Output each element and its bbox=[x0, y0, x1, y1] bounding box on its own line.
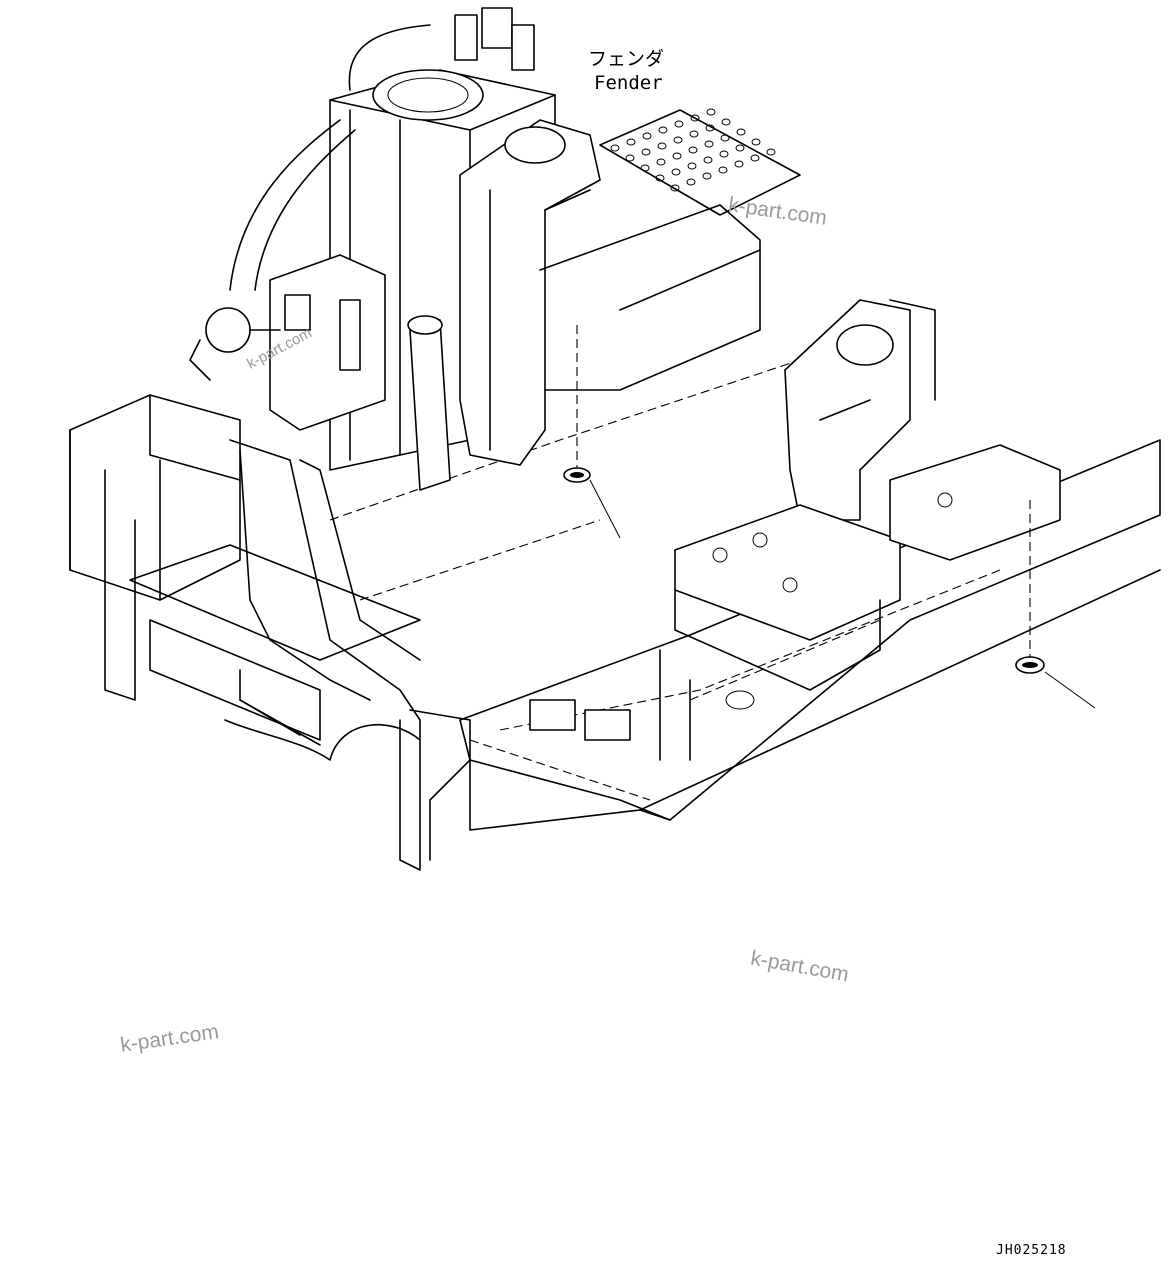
plate-hole bbox=[718, 166, 728, 174]
plate-hole bbox=[670, 184, 680, 192]
plate-hole bbox=[640, 164, 650, 172]
valve-block bbox=[189, 254, 386, 431]
plate-hole bbox=[672, 152, 682, 160]
fender-callout-en: Fender bbox=[594, 72, 663, 94]
floor-features bbox=[529, 649, 755, 761]
plate-hole bbox=[642, 132, 652, 140]
plate-hole bbox=[766, 148, 776, 156]
plate-hole bbox=[706, 108, 716, 116]
plate-hole bbox=[720, 134, 730, 142]
fender-duct bbox=[407, 119, 601, 491]
plate-hole bbox=[736, 128, 746, 136]
perforated-plate bbox=[539, 108, 801, 391]
plate-hole bbox=[735, 144, 745, 152]
plate-hole bbox=[690, 114, 700, 122]
plate-hole bbox=[657, 142, 667, 150]
drawing-code: JH025218 bbox=[996, 1243, 1067, 1258]
plate-hole bbox=[750, 154, 760, 162]
pillar bbox=[229, 439, 471, 871]
plate-hole bbox=[721, 118, 731, 126]
left-frame bbox=[69, 394, 421, 761]
batteries bbox=[674, 444, 1061, 691]
plate-hole bbox=[671, 168, 681, 176]
plate-hole bbox=[655, 174, 665, 182]
plate-hole bbox=[734, 160, 744, 168]
plate-hole bbox=[751, 138, 761, 146]
plate-hole bbox=[704, 140, 714, 148]
plate-hole bbox=[610, 144, 620, 152]
plate-hole bbox=[658, 126, 668, 134]
plate-hole bbox=[626, 138, 636, 146]
plate-hole bbox=[688, 146, 698, 154]
plate-hole bbox=[719, 150, 729, 158]
grommet-callouts bbox=[563, 325, 1096, 709]
plate-hole bbox=[703, 156, 713, 164]
plate-hole bbox=[673, 136, 683, 144]
plate-hole bbox=[641, 148, 651, 156]
plate-hole bbox=[702, 172, 712, 180]
plate-hole bbox=[656, 158, 666, 166]
fender-callout-jp: フェンダ bbox=[588, 48, 665, 70]
plate-hole bbox=[705, 124, 715, 132]
plate-hole bbox=[674, 120, 684, 128]
plate-hole bbox=[625, 154, 635, 162]
right-fender-duct bbox=[784, 299, 936, 521]
plate-hole bbox=[686, 178, 696, 186]
plate-hole bbox=[687, 162, 697, 170]
plate-hole bbox=[689, 130, 699, 138]
